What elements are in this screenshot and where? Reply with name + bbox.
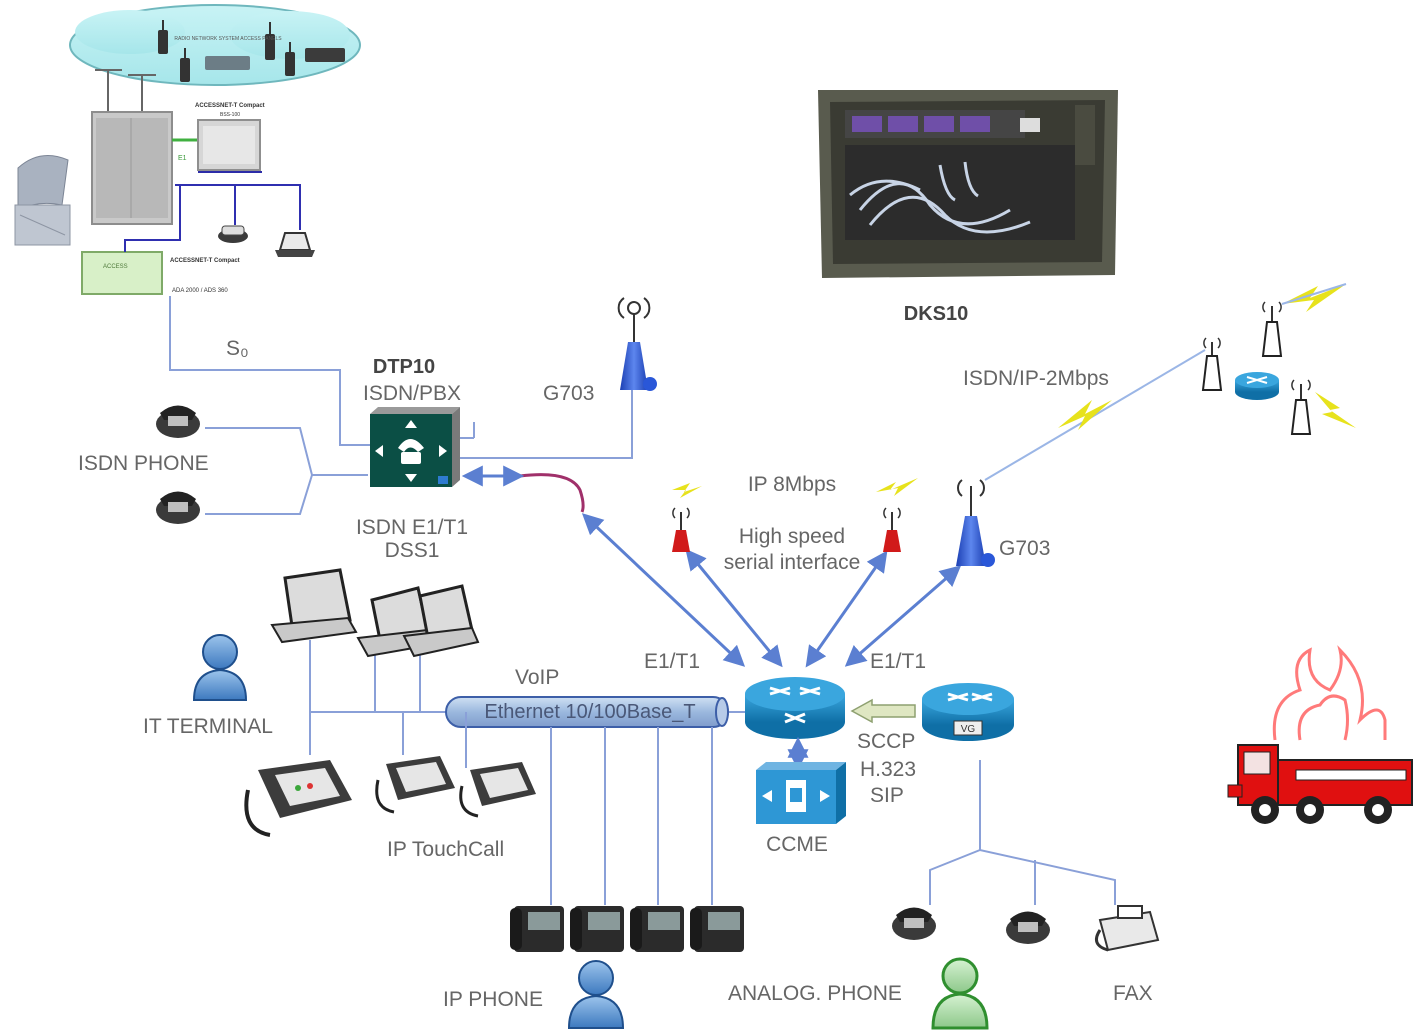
sip-label: SIP: [870, 784, 904, 807]
ccme-icon: [756, 762, 846, 824]
fax-icon: [1094, 905, 1160, 952]
satellite-dish-icon: [14, 155, 71, 246]
laptop-icon: [275, 232, 315, 257]
voice-gateway-icon: VG: [922, 683, 1014, 741]
analog-person-icon: [931, 957, 989, 1030]
card-caption-2: ACCESSNET-T Compact: [170, 258, 240, 264]
h323-label: H.323: [860, 758, 916, 781]
e1-right-label: E1/T1: [870, 650, 926, 673]
access-card: [81, 251, 163, 295]
card-caption-3: ADA 2000 / ADS 360: [172, 288, 228, 294]
laptop-icon: [270, 568, 358, 644]
ip-phone-label: IP PHONE: [443, 988, 543, 1011]
laptops-group: [270, 568, 480, 658]
touchcall-phone-icon: [375, 756, 455, 814]
analog-phone-label: ANALOG. PHONE: [728, 982, 902, 1005]
touchcall-phone-icon: [459, 762, 536, 818]
g703-antenna-right: [956, 479, 995, 567]
remote-link-group: [984, 283, 1356, 481]
isdn-phone-icon: [156, 405, 200, 438]
isdn-ip-label: ISDN/IP-2Mbps: [963, 367, 1109, 390]
ethernet-bus: [309, 640, 745, 905]
dks10-rack: DKS10: [818, 90, 1118, 325]
cloud-text: RADIO NETWORK SYSTEM ACCESS PANELS: [174, 36, 282, 42]
g703-antenna-top: [617, 297, 657, 391]
core-router: [745, 677, 845, 739]
s0-label: S₀: [226, 337, 249, 360]
vehicle-radio-icon: [205, 56, 250, 70]
dtp10-subtitle: ISDN/PBX: [363, 382, 461, 405]
ccme-label: CCME: [766, 833, 828, 856]
red-antenna-right: [876, 478, 918, 552]
analog-phone-icon: [892, 907, 936, 940]
fax-label: FAX: [1113, 982, 1153, 1005]
vg-label: VG: [961, 724, 976, 735]
desk-phone-icon: [218, 225, 248, 243]
bolt-icon: [876, 478, 918, 496]
bolt-icon: [1315, 392, 1356, 428]
fire-truck-icon: [1227, 645, 1413, 824]
bolt-icon: [1282, 284, 1346, 312]
ip-phone-icon: [690, 906, 744, 952]
ip-phone-icon: [630, 906, 684, 952]
e1-wire-label: E1: [178, 155, 187, 162]
links-group: [581, 513, 962, 668]
serial-interface-label: serial interface: [724, 551, 861, 574]
remote-router-icon: [1235, 372, 1279, 400]
e1-left-label: E1/T1: [644, 650, 700, 673]
sccp-label: SCCP: [857, 730, 915, 753]
remote-antenna-icon: [1290, 379, 1356, 435]
analog-phone-icon: [1006, 911, 1050, 944]
console-caption: ACCESSNET-T Compact: [195, 103, 265, 109]
top-site-group: E1 ACCESSNET-T Compact BSS-100 ACCESS AC…: [14, 4, 370, 446]
bolt-icon: [672, 483, 702, 498]
ip-phones-group: [510, 906, 744, 952]
remote-antenna-icon: [1261, 283, 1347, 357]
ip-phone-icon: [570, 906, 624, 952]
svg-text:ACCESS: ACCESS: [103, 264, 128, 270]
ip-phone-icon: [510, 906, 564, 952]
bolt-icon: [1058, 400, 1112, 430]
touchcall-phone-icon: [244, 760, 352, 837]
touchcall-group: [244, 756, 536, 837]
isdn-phone-icon: [156, 491, 200, 524]
high-speed-label: High speed: [739, 525, 845, 548]
ip-phone-person-icon: [567, 960, 625, 1029]
sccp-arrow: [850, 698, 916, 724]
ethernet-label: Ethernet 10/100Base_T: [484, 701, 695, 723]
it-terminal-label: IT TERMINAL: [143, 715, 273, 738]
g703-right-label: G703: [999, 537, 1050, 560]
ip-touchcall-label: IP TouchCall: [387, 838, 504, 861]
remote-antenna-icon: [1201, 337, 1223, 391]
red-antenna-left: [672, 483, 702, 552]
voip-label: VoIP: [515, 666, 559, 689]
isdn-phones-group: [156, 405, 368, 524]
handheld-radio-icon: [158, 20, 295, 82]
g703-top-label: G703: [543, 382, 594, 405]
dtp10-title: DTP10: [373, 356, 435, 378]
dks10-label: DKS10: [904, 303, 968, 325]
laptop-icon: [402, 584, 480, 658]
isdn-e1-label: ISDN E1/T1: [356, 516, 468, 539]
it-person-icon: [192, 634, 248, 701]
dss1-label: DSS1: [385, 539, 440, 562]
ip-8mbps-label: IP 8Mbps: [748, 473, 836, 496]
console-subcaption: BSS-100: [220, 112, 240, 118]
isdn-phone-label: ISDN PHONE: [78, 452, 209, 475]
dtp10-pbx-group: DTP10 ISDN/PBX: [363, 356, 633, 487]
